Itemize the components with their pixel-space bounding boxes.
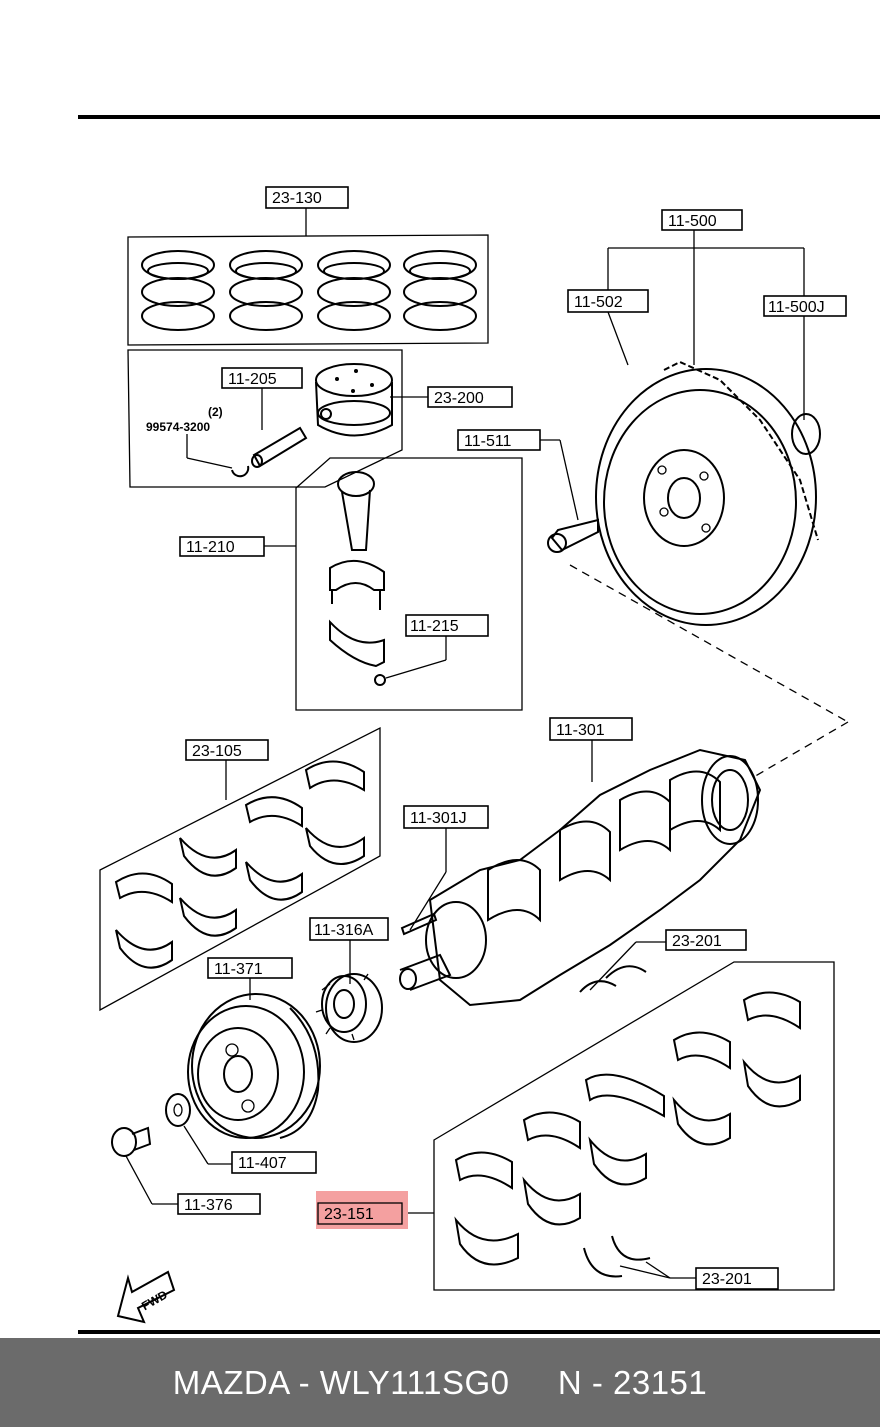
label-11-215-text: 11-215 bbox=[410, 618, 459, 635]
footer-spacer bbox=[509, 1364, 557, 1402]
thrust-washers-upper bbox=[579, 941, 666, 993]
label-23-105-text: 23-105 bbox=[192, 743, 242, 760]
flywheel-bolt bbox=[540, 439, 599, 553]
label-11-210[interactable]: 11-210 bbox=[179, 536, 265, 557]
label-11-500J-text: 11-500J bbox=[768, 299, 825, 316]
label-23-200-text: 23-200 bbox=[434, 390, 484, 407]
label-11-215[interactable]: 11-215 bbox=[405, 614, 489, 637]
label-11-301J-text: 11-301J bbox=[410, 810, 467, 827]
footer-reference: N - 23151 bbox=[557, 1363, 708, 1401]
label-11-511-text: 11-511 bbox=[464, 433, 512, 450]
label-23-151-text: 23-151 bbox=[324, 1206, 374, 1223]
label-99574-3200[interactable]: 99574-3200 bbox=[146, 420, 210, 434]
parts-diagram: FWD 23-130 11-500 11-502 11-500J 11-205 … bbox=[78, 115, 880, 1334]
label-23-105[interactable]: 23-105 bbox=[185, 739, 269, 761]
label-11-511[interactable]: 11-511 bbox=[457, 429, 541, 451]
label-23-201-lower[interactable]: 23-201 bbox=[695, 1267, 779, 1290]
label-23-151-highlighted[interactable]: 23-151 bbox=[316, 1191, 408, 1229]
label-11-376-text: 11-376 bbox=[184, 1197, 233, 1214]
label-11-500J[interactable]: 11-500J bbox=[763, 295, 847, 317]
label-23-201-lower-text: 23-201 bbox=[702, 1271, 752, 1288]
flywheel bbox=[569, 230, 849, 779]
label-23-130-text: 23-130 bbox=[272, 190, 322, 207]
label-11-376[interactable]: 11-376 bbox=[177, 1193, 261, 1215]
fwd-label: FWD bbox=[139, 1287, 170, 1313]
label-23-200[interactable]: 23-200 bbox=[427, 386, 513, 408]
label-23-130[interactable]: 23-130 bbox=[265, 186, 349, 209]
footer-brand-part: MAZDA - WLY111SG0 bbox=[172, 1363, 510, 1401]
label-11-316A-text: 11-316A bbox=[314, 922, 374, 939]
washer bbox=[165, 1093, 232, 1165]
piston-rings-group bbox=[127, 208, 489, 346]
label-11-502[interactable]: 11-502 bbox=[567, 289, 649, 313]
label-23-201-upper-text: 23-201 bbox=[672, 933, 722, 950]
label-11-502-text: 11-502 bbox=[574, 294, 623, 311]
label-11-500-text: 11-500 bbox=[668, 213, 717, 230]
main-bearings-upper-group bbox=[99, 726, 381, 1012]
label-11-407[interactable]: 11-407 bbox=[231, 1151, 317, 1174]
label-11-500[interactable]: 11-500 bbox=[661, 209, 743, 231]
footer-bar: MAZDA - WLY111SG0 N - 23151 bbox=[0, 1338, 880, 1427]
label-11-407-text: 11-407 bbox=[238, 1155, 287, 1172]
label-11-205[interactable]: 11-205 bbox=[221, 367, 303, 389]
main-bearings-lower-group bbox=[408, 961, 835, 1291]
piston-group bbox=[127, 349, 428, 488]
label-11-301[interactable]: 11-301 bbox=[549, 717, 633, 741]
label-11-371-text: 11-371 bbox=[214, 961, 263, 978]
pulley-bolt bbox=[111, 1126, 178, 1205]
crankshaft bbox=[399, 740, 762, 1007]
label-11-316A[interactable]: 11-316A bbox=[309, 917, 389, 941]
label-11-205-text: 11-205 bbox=[228, 371, 277, 388]
label-11-210-text: 11-210 bbox=[186, 539, 235, 556]
thrust-washers-lower bbox=[583, 1235, 696, 1279]
label-qty: (2) bbox=[208, 405, 223, 419]
connecting-rod-group bbox=[264, 457, 523, 711]
label-11-301J[interactable]: 11-301J bbox=[403, 805, 489, 829]
fwd-arrow-icon: FWD bbox=[116, 1270, 176, 1324]
label-11-371[interactable]: 11-371 bbox=[207, 957, 293, 979]
crank-sprocket bbox=[315, 940, 383, 1043]
label-23-201-upper[interactable]: 23-201 bbox=[665, 929, 747, 951]
crank-pulley bbox=[187, 978, 321, 1139]
label-11-301-text: 11-301 bbox=[556, 722, 605, 739]
